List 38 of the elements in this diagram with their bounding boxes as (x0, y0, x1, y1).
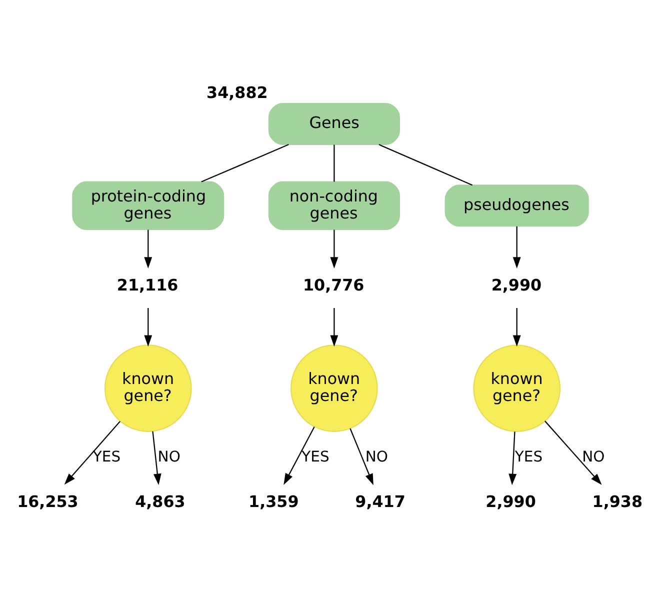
node-text: 2,990 (491, 274, 542, 294)
edge-label: NO (158, 448, 180, 465)
node-text: 2,990 (486, 492, 536, 511)
node-box: Genes (268, 102, 400, 144)
node-text: 4,863 (135, 492, 186, 511)
arrow (64, 420, 120, 484)
node-label: 34,882 (206, 82, 268, 102)
node-circle: known gene? (473, 344, 561, 432)
connector (201, 144, 289, 182)
node-text: 1,938 (592, 492, 643, 511)
connector (378, 144, 473, 186)
node-text: 10,776 (302, 274, 364, 294)
connector (334, 144, 335, 182)
node-text: 16,253 (17, 492, 78, 511)
node-box: non-coding genes (268, 180, 400, 230)
edge-label: YES (514, 448, 543, 465)
node-text: 21,116 (116, 274, 178, 294)
arrow (284, 426, 315, 484)
arrow (544, 420, 602, 484)
arrow (330, 307, 338, 346)
edge-label: NO (365, 448, 388, 465)
arrow (144, 229, 152, 268)
arrow (144, 307, 152, 346)
arrow (512, 307, 521, 346)
edge-label: YES (92, 448, 121, 465)
arrow (350, 428, 374, 485)
node-box: pseudogenes (444, 184, 589, 226)
arrow (508, 431, 517, 485)
node-text: 9,417 (355, 492, 406, 511)
node-box: protein-coding genes (72, 180, 224, 230)
arrow (512, 226, 521, 268)
node-text: 1,359 (248, 492, 299, 511)
arrow (152, 430, 162, 485)
edge-label: YES (302, 448, 330, 465)
arrow (330, 229, 338, 268)
edge-label: NO (582, 448, 605, 465)
node-circle: known gene? (104, 344, 192, 432)
node-circle: known gene? (290, 344, 378, 432)
